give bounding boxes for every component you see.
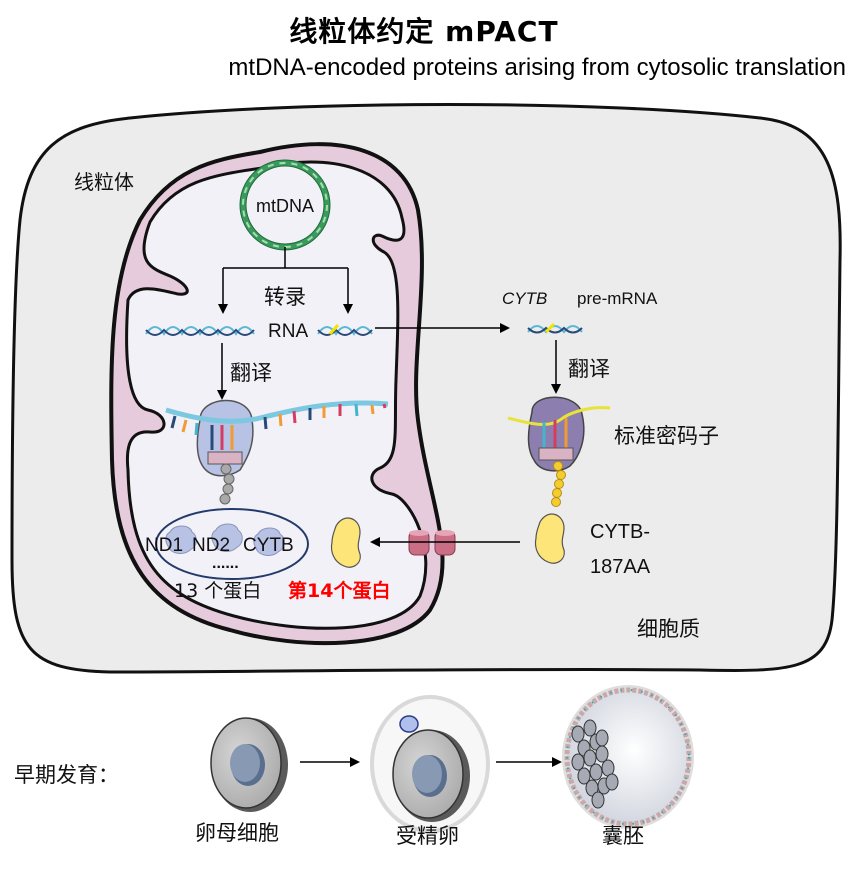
protein-nd1: ND1 <box>145 535 183 556</box>
zygote-icon <box>370 695 490 833</box>
mito-protein-group <box>155 508 309 580</box>
protein-cytb: CYTB <box>243 535 294 556</box>
stage-zygote-label: 受精卵 <box>396 824 459 848</box>
figure-subtitle: mtDNA-encoded proteins arising from cyto… <box>228 54 846 81</box>
cytb-187aa-imported-icon <box>330 517 361 568</box>
stage-oocyte-label: 卵母细胞 <box>195 821 279 845</box>
rna-label: RNA <box>268 321 308 342</box>
blastocyst-icon <box>562 685 694 829</box>
cytb-187aa-line1: CYTB- <box>590 521 650 543</box>
thirteen-proteins-label: 13 个蛋白 <box>174 580 261 602</box>
cyto-pre-mrna-strand-icon <box>527 322 583 334</box>
stage-blastocyst-label: 囊胚 <box>602 824 644 848</box>
figure-title: 线粒体约定 mPACT <box>289 15 559 48</box>
fourteenth-protein-label: 第14个蛋白 <box>288 579 390 602</box>
pre-mrna-label: pre-mRNA <box>577 289 658 308</box>
transcription-label: 转录 <box>264 285 306 309</box>
protein-nd2: ND2 <box>192 535 230 556</box>
cyto-translation-label: 翻译 <box>568 357 610 381</box>
cytb-187aa-cyto-icon <box>534 513 565 564</box>
standard-codon-label: 标准密码子 <box>614 424 719 448</box>
mito-protein-blobs-icon <box>165 523 285 556</box>
mito-translation-label: 翻译 <box>230 361 272 385</box>
protein-ellipsis: ...... <box>212 555 239 572</box>
cytoplasm-label: 细胞质 <box>637 617 700 641</box>
cyto-ribosome-icon <box>507 396 611 507</box>
cytb-gene-label: CYTB <box>502 289 547 308</box>
oocyte-icon <box>210 717 288 812</box>
mitochondrion-inner-membrane <box>125 160 428 630</box>
cytb-187aa-line2: 187AA <box>590 556 651 578</box>
mitochondrion-label: 线粒体 <box>74 170 134 194</box>
mito-ribosome-icon <box>165 399 389 505</box>
membrane-import-channel-icon <box>408 530 456 556</box>
mito-rna-strand-icon <box>145 324 373 336</box>
mtdna-label: mtDNA <box>256 196 314 216</box>
early-development-label: 早期发育： <box>14 763 119 787</box>
transcription-arrows <box>218 247 353 314</box>
